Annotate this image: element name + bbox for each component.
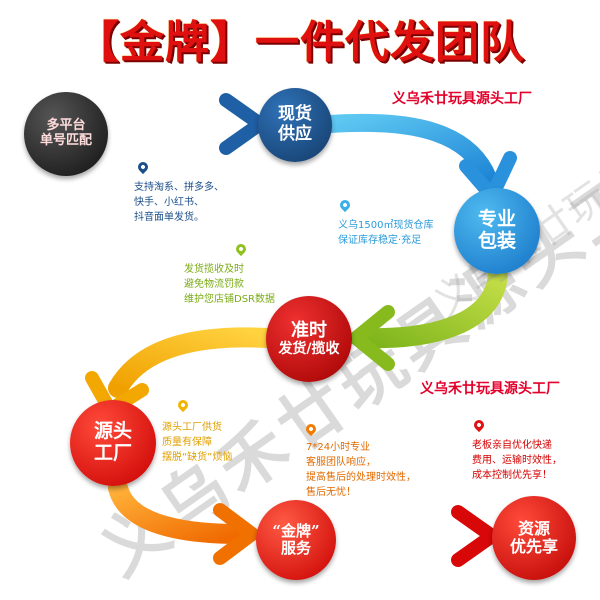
arrow-2 (321, 113, 497, 187)
node-packaging: 专业 包装 (454, 188, 540, 274)
node-gold-line1: “金牌” (272, 521, 320, 540)
arrow-3 (355, 258, 508, 349)
note-platforms-line1: 支持淘系、拼多多、 (134, 182, 224, 193)
node-source-factory: 源头 工厂 (70, 400, 156, 486)
node-priority-line1: 资源 (517, 518, 550, 538)
node-priority-line2: 优先享 (509, 537, 558, 556)
note-platforms-line2: 快手、小红书、 (134, 197, 204, 208)
arrow-5 (108, 478, 250, 544)
brand-line-top: 义乌禾廿玩具源头工厂 (392, 91, 532, 107)
note-shipping-line1: 发货揽收及时 (184, 264, 244, 275)
note-shipping: 发货揽收及时 避免物流罚款 维护您店铺DSR数据 (184, 262, 275, 307)
node-on-time-line2: 发货/揽收 (278, 341, 340, 358)
note-service: 7*24小时专业 客服团队响应， 提高售后的处理时效性， 售后无忧！ (306, 440, 416, 500)
note-warehouse: 义乌1500㎡现货仓库 保证库存稳定·充足 (338, 218, 433, 248)
node-in-stock-line2: 供应 (278, 124, 312, 144)
note-factory-line1: 源头工厂供货 (162, 422, 222, 433)
note-warehouse-line1: 义乌1500㎡现货仓库 (338, 220, 434, 231)
node-packaging-line1: 专业 (477, 208, 516, 231)
note-boss: 老板亲自优化快递 费用、运输时效性， 成本控制优先享！ (472, 438, 562, 483)
arrow-3-head (349, 305, 395, 371)
node-packaging-line2: 包装 (477, 230, 516, 252)
node-in-stock: 现货 供应 (258, 88, 332, 162)
note-boss-line3: 成本控制优先享！ (472, 470, 552, 481)
node-multi-platform-line2: 单号匹配 (39, 133, 92, 148)
note-service-line4: 售后无忧！ (306, 487, 356, 498)
node-source-line1: 源头 (93, 420, 132, 443)
note-factory-line3: 摆脱“缺货”烦恼 (162, 452, 233, 463)
note-shipping-line2: 避免物流罚款 (184, 279, 244, 290)
note-platforms: 支持淘系、拼多多、 快手、小红书、 抖音面单发货。 (134, 180, 224, 225)
node-on-time-line1: 准时 (291, 319, 327, 341)
arrow-4 (108, 327, 278, 398)
note-platforms-line3: 抖音面单发货。 (134, 212, 204, 223)
node-source-line2: 工厂 (93, 442, 132, 464)
brand-line-middle: 义乌禾廿玩具源头工厂 (420, 381, 560, 397)
node-on-time: 准时 发货/揽收 (266, 296, 352, 382)
node-in-stock-line1: 现货 (278, 104, 312, 125)
page-title: 【金牌】一件代发团队 (75, 17, 525, 68)
note-service-line3: 提高售后的处理时效性， (306, 472, 416, 483)
note-boss-line1: 老板亲自优化快递 (472, 440, 552, 451)
note-boss-line2: 费用、运输时效性， (472, 455, 562, 466)
note-factory: 源头工厂供货 质量有保障 摆脱“缺货”烦恼 (162, 420, 232, 465)
arrow-5-head (213, 503, 259, 565)
note-factory-line2: 质量有保障 (162, 437, 212, 448)
note-service-line1: 7*24小时专业 (306, 442, 371, 453)
node-gold-line2: 服务 (280, 539, 311, 557)
node-gold-service: “金牌” 服务 (256, 500, 336, 580)
node-multi-platform-line1: 多平台 (46, 118, 86, 134)
node-multi-platform: 多平台 单号匹配 (24, 92, 108, 176)
note-warehouse-line2: 保证库存稳定·充足 (338, 235, 422, 246)
note-shipping-line3: 维护您店铺DSR数据 (184, 294, 275, 305)
note-service-line2: 客服团队响应， (306, 457, 376, 468)
node-priority: 资源 优先享 (492, 496, 576, 580)
